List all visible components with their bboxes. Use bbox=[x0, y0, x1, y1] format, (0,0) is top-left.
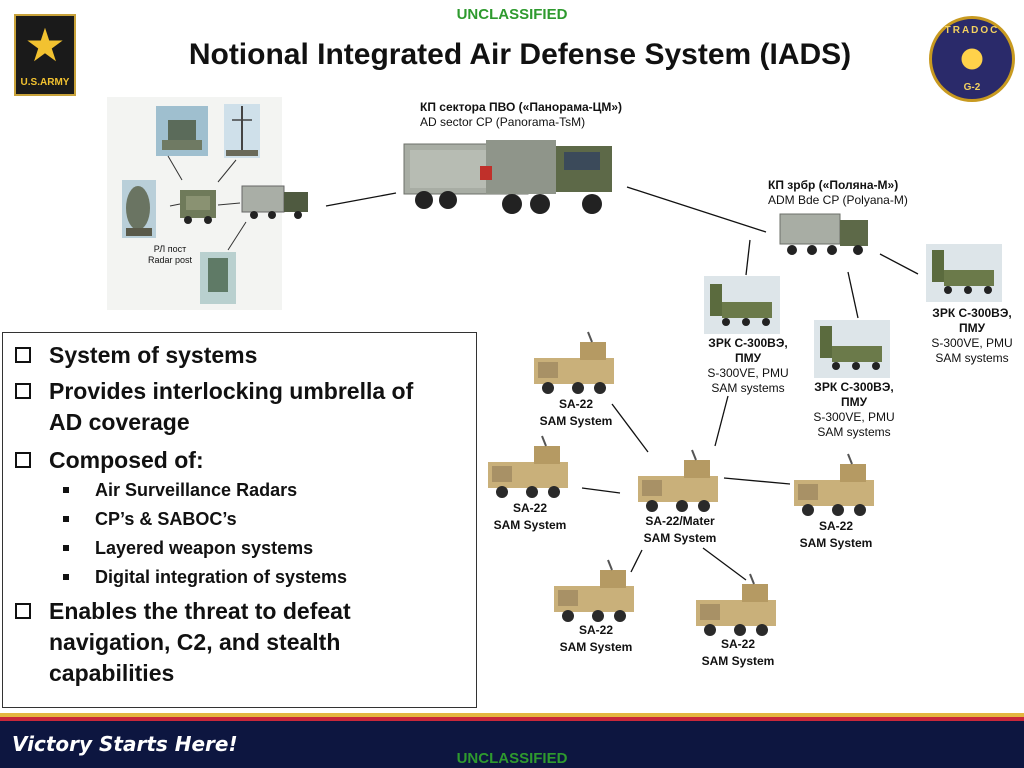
ad-sector-cp-truck-icon bbox=[403, 140, 612, 214]
radar-post-cp-truck-icon bbox=[241, 185, 308, 219]
sa22-label: SA-22 SAM System bbox=[550, 622, 642, 656]
s300-label-ru: ЗРК С-300ВЭ, ПМУ bbox=[932, 306, 1012, 335]
sa22-vehicle-icon bbox=[534, 331, 614, 394]
radar-photo-top-left-icon bbox=[156, 106, 208, 156]
sa22-label-type: SAM System bbox=[493, 518, 567, 532]
s300-launcher-icon bbox=[704, 276, 780, 334]
sa22-label-type: SAM System bbox=[701, 654, 775, 668]
square-bullet-icon bbox=[63, 516, 69, 522]
bullet-composed-of: Composed of: bbox=[49, 447, 204, 473]
sa22-vehicle-icon bbox=[488, 435, 568, 498]
tradoc-seal-bottom: G-2 bbox=[963, 82, 981, 93]
classification-top: UNCLASSIFIED bbox=[456, 6, 568, 23]
ad-sector-cp-label-ru: КП сектора ПВО («Панорама-ЦМ») bbox=[420, 100, 623, 114]
s300-label-en: S-300VE, PMU bbox=[931, 336, 1013, 350]
sa22-mater-label: SA-22/Mater SAM System bbox=[632, 513, 728, 547]
sa22-label: SA-22 SAM System bbox=[790, 518, 882, 552]
s300-label: ЗРК С-300ВЭ, ПМУ S-300VE, PMU SAM system… bbox=[806, 380, 902, 440]
s300-launcher-icon bbox=[926, 244, 1002, 302]
sa22-label-name: SA-22 bbox=[818, 519, 853, 533]
tradoc-seal-top: TRADOC bbox=[944, 25, 1000, 36]
sa22-label-name: SA-22 bbox=[558, 397, 593, 411]
classification-bottom: UNCLASSIFIED bbox=[456, 750, 568, 767]
sub-bullet-radars: Air Surveillance Radars bbox=[95, 480, 298, 500]
network-links bbox=[325, 186, 919, 581]
bullet-umbrella-line2: AD coverage bbox=[49, 409, 190, 435]
checkbox-bullet-icon bbox=[15, 603, 31, 619]
sa22-label-name: SA-22 bbox=[512, 501, 547, 515]
s300-label-type: SAM systems bbox=[711, 381, 785, 395]
adm-bde-cp-truck-icon bbox=[779, 213, 868, 255]
sa22-label: SA-22 SAM System bbox=[692, 636, 784, 670]
radar-array-bottom-icon bbox=[200, 252, 236, 304]
checkbox-bullet-icon bbox=[15, 383, 31, 399]
sa22-label-name: SA-22 bbox=[578, 623, 613, 637]
adm-bde-cp-label-ru: КП зрбр («Поляна-М») bbox=[768, 178, 899, 192]
sa22-label-type: SAM System bbox=[799, 536, 873, 550]
ad-sector-cp-label: КП сектора ПВО («Панорама-ЦМ») AD sector… bbox=[420, 100, 622, 130]
radar-post-label-en: Radar post bbox=[147, 255, 193, 265]
checkbox-bullet-icon bbox=[15, 452, 31, 468]
us-army-logo: ★ U.S.ARMY bbox=[14, 14, 76, 96]
sa22-label-name: SA-22/Mater bbox=[645, 514, 715, 528]
bullet-enables-line2: navigation, C2, and stealth bbox=[49, 629, 341, 655]
tradoc-g2-seal: TRADOC G-2 bbox=[929, 16, 1015, 102]
s300-label-type: SAM systems bbox=[817, 425, 891, 439]
s300-label-type: SAM systems bbox=[935, 351, 1009, 365]
square-bullet-icon bbox=[63, 487, 69, 493]
footer-stripe-red bbox=[0, 717, 1024, 721]
sa22-label-type: SAM System bbox=[539, 414, 613, 428]
sa22-vehicle-icon bbox=[696, 573, 776, 636]
bullet-enables-line1: Enables the threat to defeat bbox=[49, 598, 351, 624]
s300-label-ru: ЗРК С-300ВЭ, ПМУ bbox=[708, 336, 788, 365]
square-bullet-icon bbox=[63, 574, 69, 580]
ad-sector-cp-label-en: AD sector CP (Panorama-TsM) bbox=[420, 115, 586, 129]
radar-antenna-left-icon bbox=[122, 180, 156, 238]
s300-launcher-icon bbox=[814, 320, 890, 378]
sub-bullet-digital: Digital integration of systems bbox=[95, 567, 348, 587]
radar-tower-icon bbox=[224, 104, 260, 158]
sa22-vehicle-icon bbox=[794, 453, 874, 516]
bullet-system-of-systems: System of systems bbox=[49, 342, 258, 368]
footer-bar bbox=[0, 721, 1024, 768]
sub-bullet-cps: CP’s & SABOC’s bbox=[95, 509, 237, 529]
s300-label-ru: ЗРК С-300ВЭ, ПМУ bbox=[814, 380, 894, 409]
adm-bde-cp-label-en: ADM Bde CP (Polyana-M) bbox=[768, 193, 908, 207]
bullet-enables-line3: capabilities bbox=[49, 660, 175, 686]
s300-label: ЗРК С-300ВЭ, ПМУ S-300VE, PMU SAM system… bbox=[922, 306, 1022, 366]
bullet-text-box: System of systems Provides interlocking … bbox=[2, 332, 477, 708]
sa22-label: SA-22 SAM System bbox=[484, 500, 576, 534]
sub-bullet-weapons: Layered weapon systems bbox=[95, 538, 314, 558]
s300-label-en: S-300VE, PMU bbox=[707, 366, 789, 380]
footer-slogan: Victory Starts Here! bbox=[12, 732, 238, 756]
s300-label: ЗРК С-300ВЭ, ПМУ S-300VE, PMU SAM system… bbox=[700, 336, 796, 396]
sa22-mater-vehicle-icon bbox=[638, 449, 718, 512]
square-bullet-icon bbox=[63, 545, 69, 551]
adm-bde-cp-label: КП зрбр («Поляна-М») ADM Bde CP (Polyana… bbox=[768, 178, 908, 208]
sa22-label-type: SAM System bbox=[643, 531, 717, 545]
star-icon: ★ bbox=[24, 19, 66, 71]
radar-post-truck-icon bbox=[180, 190, 216, 224]
bullet-umbrella-line1: Provides interlocking umbrella of bbox=[49, 378, 414, 404]
sa22-label-type: SAM System bbox=[559, 640, 633, 654]
s300-label-en: S-300VE, PMU bbox=[813, 410, 895, 424]
slide-title: Notional Integrated Air Defense System (… bbox=[188, 38, 852, 71]
sa22-vehicle-icon bbox=[554, 559, 634, 622]
radar-post-label-ru: РЛ пост bbox=[153, 244, 187, 254]
army-logo-label: U.S.ARMY bbox=[20, 77, 70, 88]
sa22-label-name: SA-22 bbox=[720, 637, 755, 651]
footer-stripe-gold bbox=[0, 713, 1024, 717]
radar-post-label: РЛ пост Radar post bbox=[140, 244, 200, 266]
checkbox-bullet-icon bbox=[15, 347, 31, 363]
sa22-label: SA-22 SAM System bbox=[530, 396, 622, 430]
